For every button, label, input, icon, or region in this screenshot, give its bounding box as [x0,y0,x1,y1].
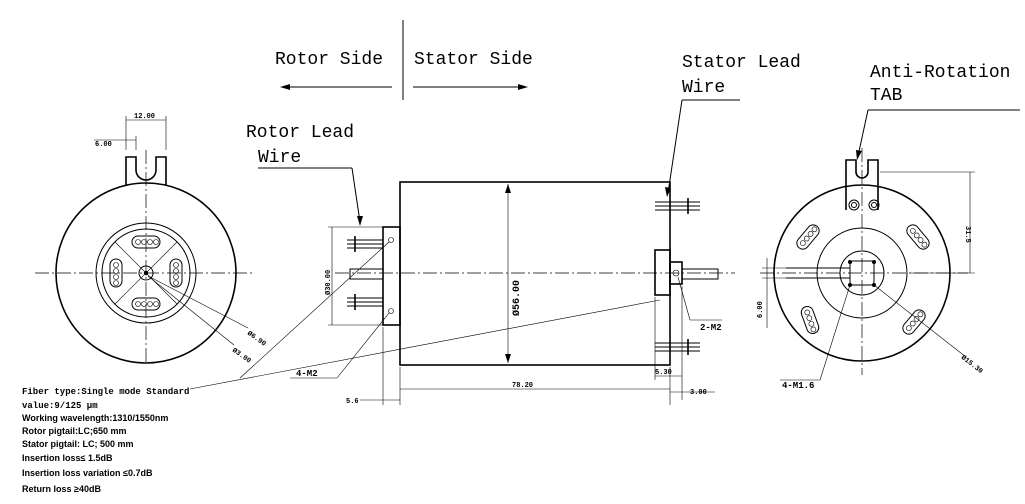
note-line: Insertion loss≤ 1.5dB [22,453,113,463]
rotor-lead-label-2: Wire [258,148,301,168]
hole-4m16-label: 4-M1.6 [782,381,814,391]
stator-inner-ring [816,227,908,319]
note-line: value:9/125 μm [22,401,98,411]
stator-lead-callout: Stator Lead Wire [665,53,801,197]
rotor-shaft [349,268,384,280]
dim-530-label: 5.30 [655,369,672,377]
anti-rotation-arrowhead [856,150,862,160]
leader-d690 [149,276,249,329]
leader-4m2-b [239,241,390,379]
m16-hole [872,260,876,264]
stator-lead-wires [655,198,700,355]
stator-side-label: Stator Side [414,50,533,70]
dim-6-label: 6.00 [95,141,112,149]
rotor-slot-group [109,235,183,311]
rotor-slot [131,235,161,249]
dim-6r-label: 6.00 [757,301,765,318]
anti-rotation-leader [857,109,869,157]
stator-tab [845,159,879,210]
stator-slot-group [796,224,930,335]
stator-hub [839,250,885,296]
rotor-outer-flange [55,182,237,364]
rotor-arrowhead [280,84,290,90]
rotor-slot [131,297,161,311]
dim-length-label: 78.20 [512,382,533,390]
stator-arrowhead [518,84,528,90]
note-line: Fiber type:Single mode Standard [22,387,189,397]
stator-slot [902,309,926,335]
rotor-lead-arrowhead [357,216,363,226]
leader-4m2 [336,312,390,379]
dim-d56-label: Ø56.00 [511,280,523,316]
rotor-inner-ring-2 [101,228,191,318]
stator-lead-leader [667,99,683,194]
leader-2m2 [677,276,691,321]
stator-hole [672,269,680,277]
m16-hole [848,260,852,264]
note-line: Working wavelength:1310/1550nm [22,413,168,423]
dim-d3-label: Ø3.00 [230,346,252,365]
tab-hole [848,199,860,211]
dim-d1530-label: Ø15.30 [959,353,984,376]
hole-2m2-label: 2-M2 [700,323,722,333]
leader-d1530 [873,284,967,358]
rotor-lead-label-1: Rotor Lead [246,123,354,143]
flange-hole [388,237,394,243]
stator-shaft [681,268,719,280]
dim-315-label: 31.5 [963,226,971,243]
dim-56-label: 5.6 [346,398,359,406]
rotor-end-view: 12.00 6.00 Ø6.90 Ø3.00 [35,113,268,366]
rotor-side-label: Rotor Side [275,50,383,70]
note-line: Rotor pigtail:LC;650 mm [22,426,127,436]
leader-d3 [147,275,235,346]
stator-square-bore [849,260,875,286]
slip-ring-body [399,181,671,366]
rotor-tab [125,156,167,186]
stator-slot [800,305,820,335]
dim-d690-label: Ø6.90 [245,329,267,348]
note-line: Insertion loss variation ≤0.7dB [22,468,153,478]
rotor-slot [169,258,183,288]
anti-rotation-label-1: Anti-Rotation [870,63,1010,83]
rotor-fibre-core [143,270,149,276]
rotor-slot [109,258,123,288]
rotor-lead-leader [351,167,361,223]
rotor-lead-wires [347,236,383,310]
slip-ring-side-view: Ø30.00 Ø56.00 78.20 5.30 3.00 5.6 2-M2 4… [189,181,735,406]
rotor-center-bore [138,265,154,281]
rotor-lead-callout: Rotor Lead Wire [246,123,363,226]
note-line: Stator pigtail: LC; 500 mm [22,439,134,449]
rotor-flange [382,226,401,326]
leader-4m16 [819,284,851,381]
stator-boss [654,249,671,296]
anti-rotation-label-2: TAB [870,86,903,106]
anti-rotation-callout: Anti-Rotation TAB [856,63,1020,160]
flange-hole [388,308,394,314]
dim-d30-label: Ø30.00 [324,270,333,295]
hole-4m2-label: 4-M2 [296,369,318,379]
side-indicator: Rotor Side Stator Side [275,20,533,100]
rotor-inner-ring [95,222,197,324]
stator-lead-label-2: Wire [682,78,725,98]
stator-slot [906,224,930,250]
stator-slot [796,224,820,250]
stator-lead-label-1: Stator Lead [682,53,801,73]
dim-12-label: 12.00 [134,113,155,121]
note-line: Return loss ≥40dB [22,484,101,494]
tab-hole [868,199,880,211]
stator-end-view: 31.5 6.00 Ø15.30 4-M1.6 [757,148,985,391]
dim-3-label: 3.00 [690,389,707,397]
notes-leader [189,299,661,390]
spec-notes: Fiber type:Single mode Standard value:9/… [22,387,189,494]
